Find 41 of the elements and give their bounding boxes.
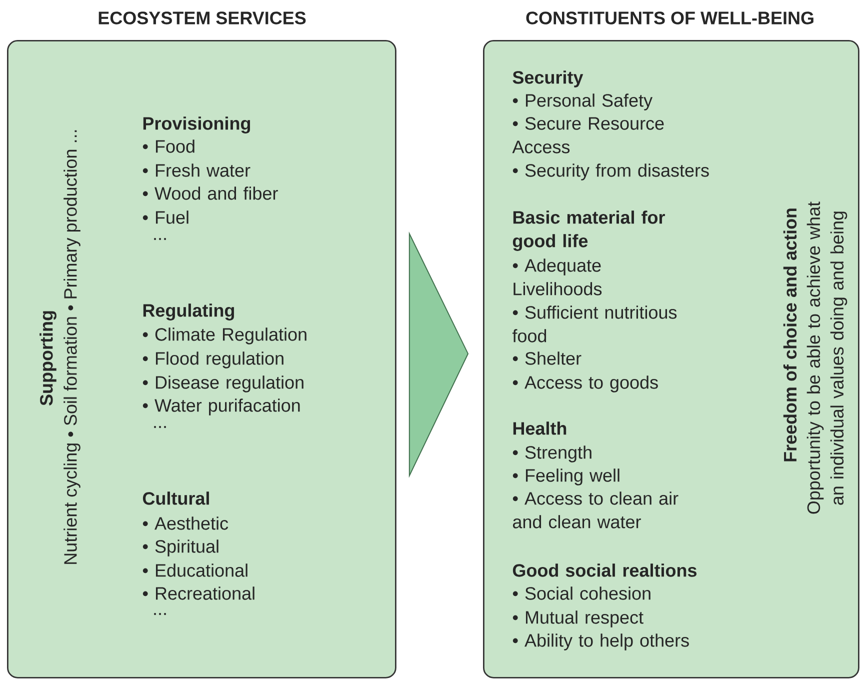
side-text: Nutrient cycling • Soil formation • Primary production ...	[64, 130, 80, 564]
list-item: • Recreational	[142, 586, 254, 600]
list-item: • Adequate Livelihoods	[512, 258, 602, 296]
side-heading: Freedom of choice and action	[783, 208, 797, 462]
section-heading: CONSTITUENTS OF WELL-BEING	[526, 12, 814, 24]
section-heading: ECOSYSTEM SERVICES	[98, 12, 306, 24]
list-item: • Water purifacation	[142, 398, 300, 416]
list-item: • Secure Resource Access	[512, 117, 664, 154]
category-heading: Security	[512, 70, 584, 88]
category-heading: Basic material for good life	[512, 210, 665, 251]
category-heading: Cultural	[142, 492, 209, 505]
category-heading: Good social realtions	[512, 564, 696, 577]
list-item: • Personal Safety	[512, 94, 653, 110]
list-item: • Ability to help others	[512, 634, 689, 650]
list-item: • Educational	[142, 564, 248, 577]
list-item: • Social cohesion	[512, 586, 650, 600]
ellipsis: ...	[154, 238, 166, 240]
side-heading: Supporting	[40, 311, 56, 406]
list-item: • Disease regulation	[142, 376, 304, 392]
ellipsis: ...	[154, 426, 166, 428]
list-item: • Sufficient nutritious food	[512, 306, 677, 342]
list-item: • Aesthetic	[142, 516, 228, 530]
side-text: Opportunity to be able to achieve what an individual values doing and being	[806, 202, 848, 514]
category-heading: Regulating	[143, 304, 234, 320]
list-item: • Access to clean air and clean water	[512, 492, 678, 528]
category-heading: Provisioning	[143, 116, 250, 134]
list-item: • Wood and fiber	[142, 186, 278, 200]
list-item: • Fresh water	[142, 164, 250, 177]
list-item: • Mutual respect	[512, 610, 644, 628]
category-heading: Health	[513, 422, 566, 435]
list-item: • Spiritual	[142, 540, 218, 556]
list-item: • Security from disasters	[512, 164, 709, 180]
ellipsis: ...	[154, 613, 166, 615]
list-item: • Flood regulation	[142, 352, 284, 368]
list-item: • Shelter	[512, 352, 582, 365]
list-item: • Strength	[512, 446, 592, 462]
list-item: • Climate Regulation	[142, 328, 306, 344]
list-item: • Access to goods	[512, 376, 658, 392]
list-item: • Fuel	[142, 210, 188, 224]
list-item: • Food	[142, 140, 194, 153]
list-item: • Feeling well	[512, 468, 620, 486]
